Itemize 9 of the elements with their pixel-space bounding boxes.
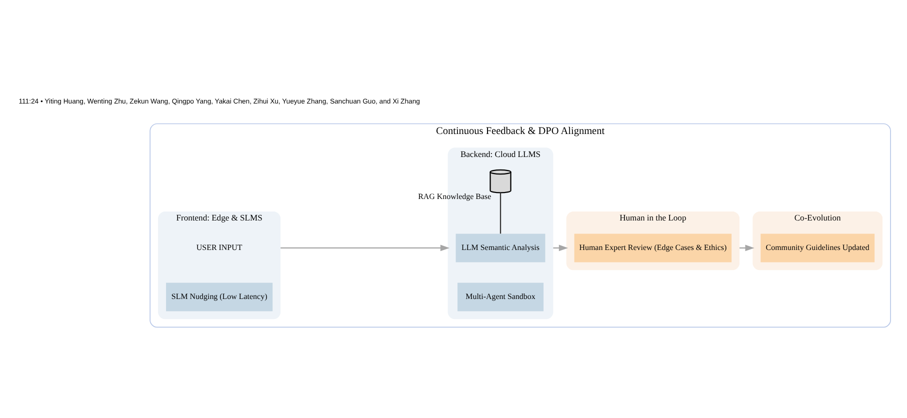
arrow: [280, 244, 450, 251]
node-box: SLM Nudging (Low Latency): [166, 282, 273, 311]
node-label: RAG Knowledge Base: [418, 192, 492, 201]
node-box: Community Guidelines Updated: [760, 233, 875, 262]
connector: [500, 192, 502, 234]
node-box: Human Expert Review (Edge Cases & Ethics): [574, 233, 732, 262]
node-box: Multi-Agent Sandbox: [458, 282, 544, 311]
node-box: LLM Semantic Analysis: [456, 233, 546, 262]
node-text: USER INPUT: [196, 242, 242, 252]
